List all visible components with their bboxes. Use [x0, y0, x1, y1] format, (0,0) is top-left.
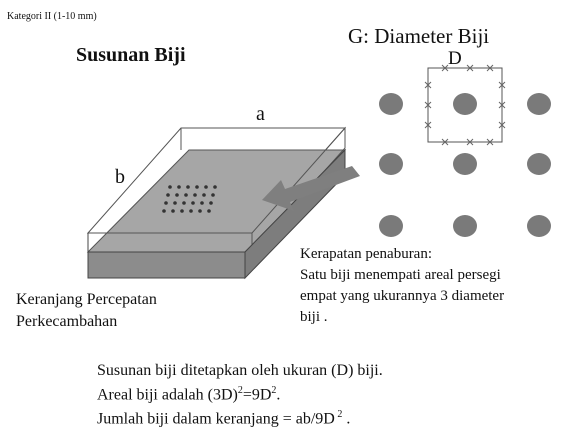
- tray-seed: [200, 201, 204, 205]
- tick-mark: [441, 138, 449, 146]
- formula-text: .: [342, 410, 351, 428]
- tray-seed: [204, 185, 208, 189]
- tick-mark: [466, 138, 474, 146]
- tray-seed: [171, 209, 175, 213]
- formula-text: Areal biji adalah (3D): [97, 386, 238, 404]
- tray-seed: [195, 185, 199, 189]
- tick-mark: [498, 101, 506, 109]
- tray-caption-line: Perkecambahan: [16, 313, 118, 330]
- pointer-arrow: [262, 166, 360, 211]
- tray-side-a-label: a: [256, 103, 265, 125]
- tray-seed: [186, 185, 190, 189]
- tick-mark: [441, 64, 449, 72]
- explanation-line-3: Jumlah biji dalam keranjang = ab/9D 2 .: [97, 405, 383, 429]
- tray-side-b-label: b: [115, 166, 125, 188]
- tray-seed: [180, 209, 184, 213]
- spacing-seeds: [379, 93, 551, 237]
- tray-caption-line: Keranjang Percepatan: [16, 291, 157, 308]
- tick-mark: [486, 138, 494, 146]
- tick-mark: [498, 81, 506, 89]
- tray-caption: Keranjang Percepatan Perkecambahan: [16, 289, 157, 333]
- formula-text: .: [276, 386, 281, 404]
- diameter-label: D: [448, 48, 462, 69]
- seed: [453, 215, 477, 237]
- tray-seed: [202, 193, 206, 197]
- tray-seed: [177, 185, 181, 189]
- tray-seed: [191, 201, 195, 205]
- density-note: Kerapatan penaburan: Satu biji menempati…: [300, 244, 504, 328]
- tray-seed: [168, 185, 172, 189]
- page-heading: Susunan Biji: [76, 44, 186, 66]
- tray-seed: [182, 201, 186, 205]
- tick-mark: [466, 64, 474, 72]
- tray-seed-grid: [162, 185, 217, 213]
- tick-mark: [486, 64, 494, 72]
- bottom-explanation: Susunan biji ditetapkan oleh ukuran (D) …: [97, 361, 383, 430]
- formula-exponent: 2: [237, 385, 243, 396]
- formula-text: Jumlah biji dalam keranjang = ab/9D: [97, 410, 335, 428]
- formula-text: =9D: [242, 386, 272, 404]
- tray-seed: [213, 185, 217, 189]
- seed: [527, 215, 551, 237]
- tray-base-front: [87, 251, 246, 279]
- tick-mark: [424, 121, 432, 129]
- seed-tray: [86, 126, 347, 280]
- tray-seed: [173, 201, 177, 205]
- tray-seed: [189, 209, 193, 213]
- tick-mark: [424, 81, 432, 89]
- seed-spacing-grid: [379, 64, 551, 237]
- tray-seed: [164, 201, 168, 205]
- seed: [527, 93, 551, 115]
- tray-seed: [198, 209, 202, 213]
- density-note-line: Kerapatan penaburan:: [300, 246, 433, 262]
- seed: [379, 153, 403, 175]
- explanation-line-1: Susunan biji ditetapkan oleh ukuran (D) …: [97, 362, 383, 379]
- tray-seed: [207, 209, 211, 213]
- category-label: Kategori II (1-10 mm): [7, 11, 97, 22]
- seed: [527, 153, 551, 175]
- tray-seed: [184, 193, 188, 197]
- seed: [453, 93, 477, 115]
- tick-mark: [498, 121, 506, 129]
- formula-exponent: 2: [271, 385, 277, 396]
- formula-exponent: 2: [334, 409, 343, 421]
- explanation-line-2: Areal biji adalah (3D)2=9D2.: [97, 381, 383, 405]
- seed: [379, 215, 403, 237]
- tray-seed: [209, 201, 213, 205]
- seed: [379, 93, 403, 115]
- tray-seed: [193, 193, 197, 197]
- seed: [453, 153, 477, 175]
- tick-mark: [424, 101, 432, 109]
- spacing-title: G: Diameter Biji: [348, 24, 490, 48]
- density-note-line: biji .: [300, 309, 328, 325]
- dimension-tick-marks: [424, 64, 506, 146]
- density-note-line: empat yang ukurannya 3 diameter: [300, 288, 505, 304]
- tray-seed: [166, 193, 170, 197]
- density-note-line: Satu biji menempati areal persegi: [300, 267, 501, 283]
- tray-seed: [162, 209, 166, 213]
- tray-seed: [175, 193, 179, 197]
- tray-seed: [211, 193, 215, 197]
